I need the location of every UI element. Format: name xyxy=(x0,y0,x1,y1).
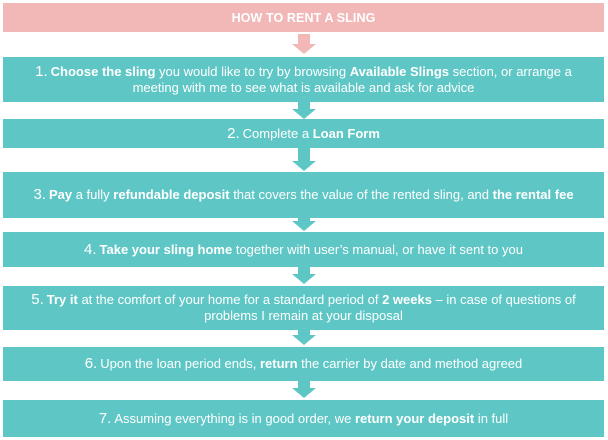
step-1-part-1: Choose the sling xyxy=(50,63,156,79)
step-2-number: 2. xyxy=(227,124,240,142)
arrow-step-3-to-4 xyxy=(298,218,310,221)
step-1-number: 1. xyxy=(35,62,48,80)
arrow-step-2-to-3 xyxy=(298,148,310,161)
step-3-part-1: Pay xyxy=(48,187,73,202)
step-2-text: 2.Complete a Loan Form xyxy=(227,124,380,142)
step-2-part-1: Complete a xyxy=(242,125,313,141)
step-6-text: 6.Upon the loan period ends, return the … xyxy=(85,356,523,372)
step-2-part-2: Loan Form xyxy=(312,125,380,141)
arrow-head-title-to-step-1 xyxy=(292,44,316,54)
arrow-head-step-3-to-4 xyxy=(292,221,316,231)
step-5-part-2: at the comfort of your home for a standa… xyxy=(77,292,383,307)
step-7-number: 7. xyxy=(98,409,112,427)
step-1-part-4: section, or arrange a meeting with me to… xyxy=(132,63,572,95)
step-4-text: 4.Take your sling home together with use… xyxy=(84,240,523,258)
step-1-box: 1.Choose the sling you would like to try… xyxy=(3,57,604,102)
step-4-box: 4.Take your sling home together with use… xyxy=(3,232,604,267)
step-4-part-2: together with user’s manual, or have it … xyxy=(232,241,523,257)
title-box: HOW TO RENT A SLING xyxy=(3,3,604,32)
step-7-box: 7.Assuming everything is in good order, … xyxy=(3,400,604,437)
step-7-part-3: in full xyxy=(474,410,509,426)
arrow-head-step-6-to-7 xyxy=(292,388,316,398)
step-6-number: 6. xyxy=(84,355,98,372)
step-3-part-5: the rental fee xyxy=(492,187,574,202)
diagram-title: HOW TO RENT A SLING xyxy=(231,10,376,25)
step-3-part-4: that covers the value of the rented slin… xyxy=(229,187,493,202)
step-6-part-3: the carrier by date and method agreed xyxy=(297,356,523,371)
arrow-head-step-4-to-5 xyxy=(292,274,316,284)
arrow-head-step-1-to-2 xyxy=(292,109,316,119)
arrow-step-4-to-5 xyxy=(298,267,310,274)
step-5-part-4: – in case of questions of problems I rem… xyxy=(204,292,576,323)
arrow-step-5-to-6 xyxy=(298,330,310,335)
step-5-part-1: Try it xyxy=(46,292,78,307)
step-1-text: 1.Choose the sling you would like to try… xyxy=(15,62,592,96)
step-7-part-1: Assuming everything is in good order, we xyxy=(114,410,355,426)
step-3-number: 3. xyxy=(33,186,46,203)
step-4-number: 4. xyxy=(84,240,97,258)
step-3-text: 3.Pay a fully refundable deposit that co… xyxy=(33,187,573,203)
arrow-title-to-step-1 xyxy=(298,34,310,44)
step-5-number: 5. xyxy=(31,291,44,308)
step-6-part-1: Upon the loan period ends, xyxy=(100,356,260,371)
arrow-head-step-5-to-6 xyxy=(292,335,316,345)
step-5-text: 5.Try it at the comfort of your home for… xyxy=(15,292,592,324)
step-7-part-2: return your deposit xyxy=(355,410,475,426)
step-6-part-2: return xyxy=(259,356,298,371)
step-5-part-3: 2 weeks xyxy=(382,292,432,307)
arrow-head-step-2-to-3 xyxy=(292,161,316,171)
step-4-part-1: Take your sling home xyxy=(99,241,233,257)
step-2-box: 2.Complete a Loan Form xyxy=(3,119,604,148)
step-1-part-2: you would like to try by browsing xyxy=(155,63,350,79)
step-6-box: 6.Upon the loan period ends, return the … xyxy=(3,347,604,381)
arrow-step-1-to-2 xyxy=(298,102,310,109)
arrow-step-6-to-7 xyxy=(298,381,310,388)
step-3-part-3: refundable deposit xyxy=(113,187,230,202)
step-7-text: 7.Assuming everything is in good order, … xyxy=(98,409,509,427)
step-3-part-2: a fully xyxy=(72,187,114,202)
step-1-part-3: Available Slings xyxy=(349,63,449,79)
step-5-box: 5.Try it at the comfort of your home for… xyxy=(3,286,604,330)
step-3-box: 3.Pay a fully refundable deposit that co… xyxy=(3,172,604,218)
